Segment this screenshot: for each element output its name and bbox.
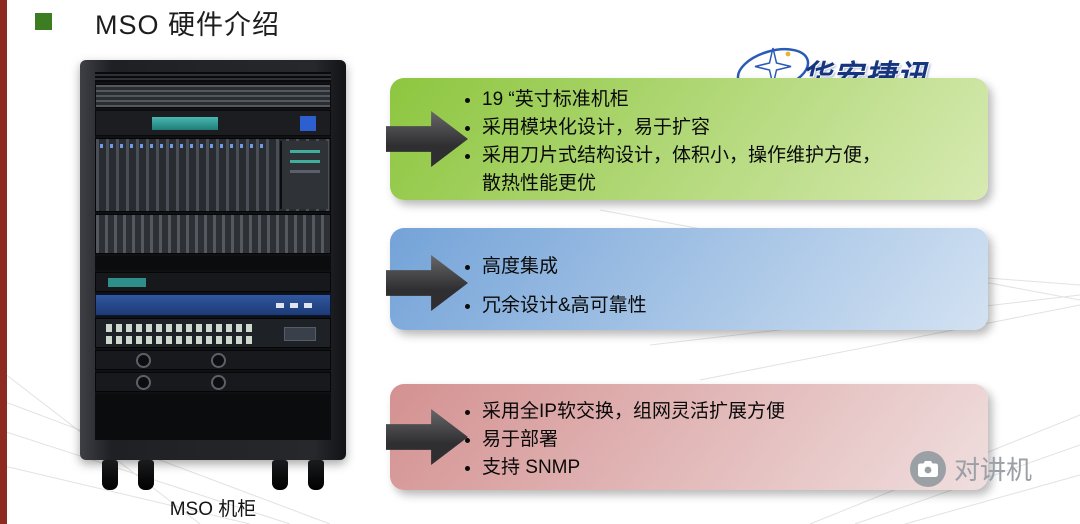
rack-caster-wheel (102, 460, 118, 490)
info-box-network-features: 采用全IP软交换，组网灵活扩展方便 易于部署 支持 SNMP (390, 384, 988, 490)
rack-top-vent (95, 72, 331, 82)
bullet-item: 高度集成 (482, 253, 922, 281)
title-bullet-square (35, 13, 52, 30)
rack-fan-grille (95, 84, 331, 108)
left-accent-stripe (0, 0, 7, 524)
page-title: MSO 硬件介绍 (95, 10, 281, 40)
rack-caster-wheel (308, 460, 324, 490)
info-box-integration-features: 高度集成 冗余设计&高可靠性 (390, 228, 988, 330)
bullet-item: 支持 SNMP (482, 454, 922, 482)
watermark-text: 对讲机 (954, 455, 1033, 485)
bullet-item: 采用刀片式结构设计，体积小，操作维护方便，散热性能更优 (482, 142, 894, 198)
rack-cabinet-interior (95, 72, 331, 440)
rack-router-unit (95, 294, 331, 316)
rack-card-shelf (95, 214, 331, 254)
knob-icon (136, 352, 151, 368)
switch-port-row (106, 336, 256, 344)
rack-caster-wheel (138, 460, 154, 490)
rack-switch-unit (95, 318, 331, 348)
bullet-list: 高度集成 冗余设计&高可靠性 (390, 228, 922, 320)
rack-device-unit (95, 350, 331, 370)
rack-display-unit (95, 110, 331, 136)
server-rack (80, 60, 346, 490)
info-box-cabinet-features: 19 “英寸标准机柜 采用模块化设计，易于扩容 采用刀片式结构设计，体积小，操作… (390, 78, 988, 200)
rack-device-unit (95, 372, 331, 392)
rack-caster-wheel (272, 460, 288, 490)
rack-empty-bay (95, 394, 331, 440)
rack-blade-chassis (95, 138, 331, 212)
status-led (300, 116, 316, 131)
bullet-item: 19 “英寸标准机柜 (482, 86, 894, 114)
rack-monitor-unit (95, 272, 331, 292)
knob-icon (136, 374, 151, 390)
bullet-list: 19 “英寸标准机柜 采用模块化设计，易于扩容 采用刀片式结构设计，体积小，操作… (390, 78, 894, 198)
rack-caption: MSO 机柜 (169, 499, 257, 520)
bullet-item: 冗余设计&高可靠性 (482, 292, 922, 320)
rack-blank-panel (95, 256, 331, 270)
knob-icon (211, 374, 226, 390)
watermark: 对讲机 (910, 450, 1032, 487)
small-lcd-screen (108, 278, 146, 287)
lcd-screen (152, 117, 218, 130)
knob-icon (211, 352, 226, 368)
camera-icon (910, 450, 946, 487)
blade-control-module (280, 141, 328, 209)
bullet-item: 采用全IP软交换，组网灵活扩展方便 (482, 398, 922, 426)
bullet-item: 易于部署 (482, 426, 922, 454)
switch-port-row (106, 324, 256, 332)
bullet-list: 采用全IP软交换，组网灵活扩展方便 易于部署 支持 SNMP (390, 384, 922, 482)
bullet-item: 采用模块化设计，易于扩容 (482, 114, 894, 142)
